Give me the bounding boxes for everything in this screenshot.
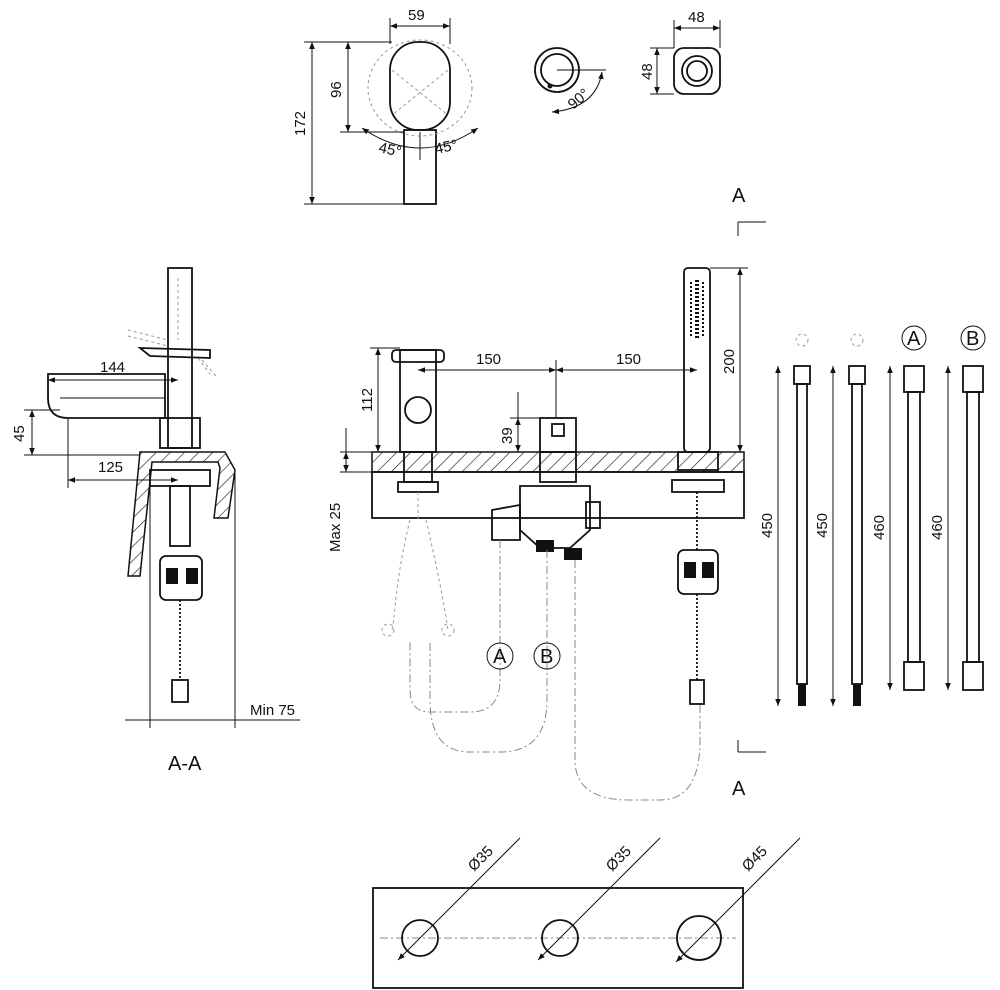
- side-spout-height-label: 45: [11, 425, 28, 442]
- hose-b-length: 460: [929, 515, 946, 540]
- handle-height-label: 96: [328, 81, 345, 98]
- angle-left-label: 45°: [377, 139, 403, 160]
- cap-top-view: 48 48: [639, 9, 721, 95]
- mounting-plate: Ø35 Ø35 Ø45: [372, 837, 801, 989]
- cap-height-label: 48: [639, 63, 656, 80]
- hose-1: 450: [759, 333, 811, 706]
- offset-label: 125: [98, 459, 123, 476]
- section-cut-top-label: A: [732, 185, 746, 207]
- hoses: 450 450 A 460 B 460: [759, 325, 986, 706]
- hose-a-length: 460: [871, 515, 888, 540]
- shower-head-holes: [690, 280, 704, 340]
- side-section-view: 144 45 125 Min 75 A-A: [11, 267, 300, 775]
- hose-b-label: B: [966, 328, 979, 350]
- port-a-label: A: [493, 646, 507, 668]
- diverter-height-label: 39: [499, 427, 516, 444]
- front-spout-height-label: 112: [359, 388, 376, 412]
- spacing-left-label: 150: [476, 351, 501, 368]
- min-thickness-label: Min 75: [250, 702, 295, 719]
- total-height-label: 172: [292, 111, 309, 136]
- cap-width-label: 48: [688, 9, 705, 26]
- hole-1-label: Ø35: [465, 843, 497, 875]
- knob-top-view: 90°: [534, 47, 606, 115]
- hose-a: A 460: [871, 325, 927, 691]
- hose-b: B 460: [929, 325, 986, 691]
- hole-3-label: Ø45: [739, 843, 771, 875]
- hose-a-label: A: [907, 328, 921, 350]
- angle-right-label: 45°: [433, 137, 459, 158]
- front-view: A B 150 150 112 39 200 Max 25 A A: [327, 185, 766, 801]
- reach-label: 144: [100, 359, 125, 376]
- handle-top-view: 59 96 172 45° 45°: [292, 7, 479, 205]
- hose-1-length: 450: [759, 513, 776, 538]
- spacing-right-label: 150: [616, 351, 641, 368]
- section-cut-bottom-label: A: [732, 778, 746, 800]
- hose-2-length: 450: [814, 513, 831, 538]
- hose-2: 450: [814, 333, 866, 706]
- max-thickness-label: Max 25: [327, 503, 344, 552]
- handle-width-label: 59: [408, 7, 425, 24]
- hole-2-label: Ø35: [603, 843, 635, 875]
- port-b-label: B: [540, 646, 553, 668]
- section-label: A-A: [168, 753, 202, 775]
- shower-height-label: 200: [721, 349, 738, 374]
